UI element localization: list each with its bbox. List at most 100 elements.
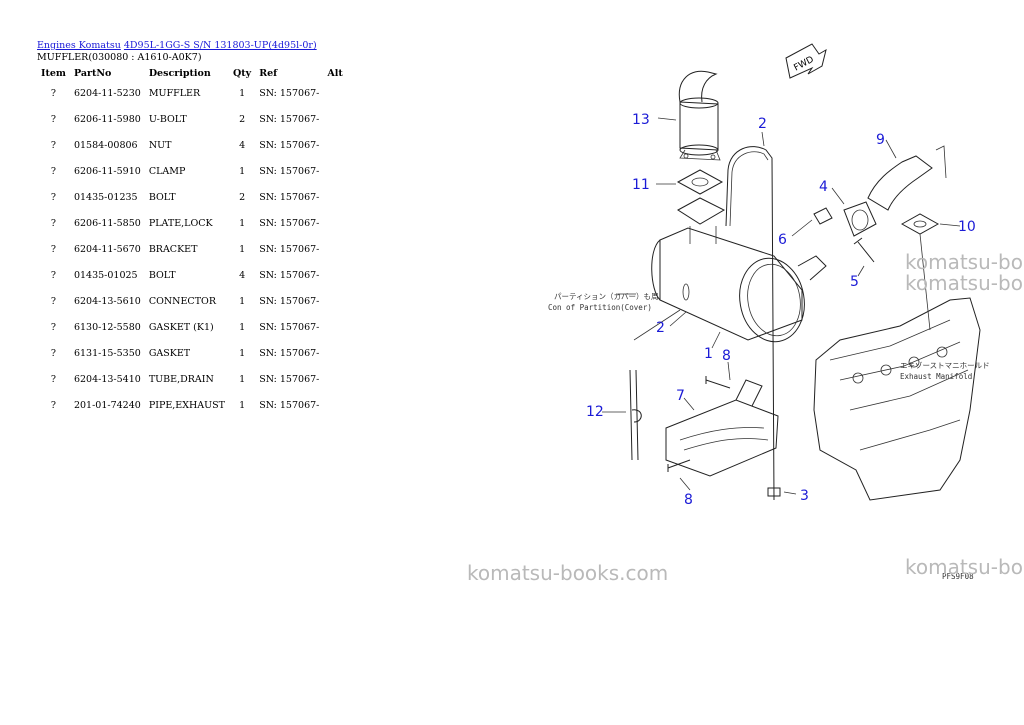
cell-ref: SN: 157067- — [259, 113, 320, 125]
cell-qty: 1 — [239, 321, 246, 333]
part-1-muffler — [651, 197, 827, 343]
note-exhaust-jp: エキゾーストマニホールド — [900, 361, 990, 370]
header-partno: PartNo — [73, 67, 112, 79]
cell-ref: SN: 157067- — [259, 217, 320, 229]
cell-description: BOLT — [148, 269, 176, 281]
cell-partno: 6130-12-5580 — [73, 321, 141, 333]
callout-2-top: 2 — [758, 116, 767, 132]
cell-item: ? — [50, 295, 57, 307]
watermark-center: komatsu-books.com — [467, 561, 669, 585]
cell-description: U-BOLT — [148, 113, 187, 125]
cell-partno: 6204-13-5610 — [73, 295, 141, 307]
cell-alt — [323, 236, 346, 262]
cell-partno: 201-01-74240 — [73, 399, 141, 411]
table-row: ? 6204-11-5230 MUFFLER 1 SN: 157067- — [37, 80, 347, 106]
cell-ref: SN: 157067- — [259, 139, 320, 151]
cell-partno: 6206-11-5980 — [73, 113, 141, 125]
cell-ref: SN: 157067- — [259, 399, 320, 411]
part-3-nut — [767, 487, 781, 497]
fwd-arrow-icon: FWD — [785, 43, 827, 79]
cell-description: NUT — [148, 139, 172, 151]
callout-12: 12 — [586, 404, 604, 420]
cell-qty: 1 — [239, 217, 246, 229]
cell-qty: 4 — [239, 139, 246, 151]
cell-item: ? — [50, 321, 57, 333]
cell-qty: 2 — [239, 113, 246, 125]
cell-description: TUBE,DRAIN — [148, 373, 214, 385]
cell-item: ? — [50, 269, 57, 281]
part-6-lock-plate — [813, 207, 833, 225]
cell-qty: 1 — [239, 347, 246, 359]
cell-alt — [323, 288, 346, 314]
part-9-connector — [867, 145, 947, 211]
callout-10: 10 — [958, 219, 976, 235]
callout-8-top: 8 — [722, 348, 731, 364]
cell-item: ? — [50, 399, 57, 411]
note-partition-jp: パーティション（カバー）も周 — [554, 292, 659, 301]
callout-11: 11 — [632, 177, 650, 193]
breadcrumb: Engines Komatsu 4D95L-1GG-S S/N 131803-U… — [37, 40, 317, 51]
cell-ref: SN: 157067- — [259, 321, 320, 333]
parts-table: Item PartNo Description Qty Ref Alt ? 620… — [37, 66, 347, 418]
callout-3: 3 — [800, 488, 809, 504]
part-12-drain-tube — [629, 309, 681, 461]
engine-block — [813, 297, 981, 501]
cell-qty: 1 — [239, 87, 246, 99]
header-qty: Qty — [233, 67, 252, 79]
cell-description: GASKET — [148, 347, 191, 359]
cell-ref: SN: 157067- — [259, 87, 320, 99]
part-4-clamp — [843, 201, 877, 237]
cell-alt — [323, 262, 346, 288]
cell-qty: 1 — [239, 399, 246, 411]
cell-qty: 4 — [239, 269, 246, 281]
header-item: Item — [41, 67, 66, 79]
cell-item: ? — [50, 165, 57, 177]
cell-partno: 6206-11-5910 — [73, 165, 141, 177]
cell-alt — [323, 314, 346, 340]
cell-partno: 6206-11-5850 — [73, 217, 141, 229]
cell-partno: 01584-00806 — [73, 139, 138, 151]
cell-description: MUFFLER — [148, 87, 201, 99]
cell-qty: 1 — [239, 295, 246, 307]
part-10-gasket — [900, 213, 940, 331]
cell-ref: SN: 157067- — [259, 165, 320, 177]
breadcrumb-link-model[interactable]: 4D95L-1GG-S S/N 131803-UP(4d95l-0r) — [123, 40, 317, 51]
callout-2-left: 2 — [656, 320, 665, 336]
callout-7: 7 — [676, 388, 685, 404]
part-11-gasket — [676, 169, 724, 195]
cell-ref: SN: 157067- — [259, 373, 320, 385]
cell-item: ? — [50, 87, 57, 99]
watermark-edge-2: komatsu-bo — [905, 271, 1023, 295]
cell-ref: SN: 157067- — [259, 295, 320, 307]
fwd-label: FWD — [792, 55, 815, 74]
watermark-edge-1: komatsu-bo — [905, 250, 1023, 274]
cell-alt — [323, 132, 346, 158]
cell-item: ? — [50, 347, 57, 359]
cell-alt — [323, 392, 346, 418]
cell-description: GASKET (K1) — [148, 321, 214, 333]
header-ref: Ref — [259, 67, 278, 79]
cell-alt — [323, 340, 346, 366]
cell-item: ? — [50, 243, 57, 255]
callout-5: 5 — [850, 274, 859, 290]
breadcrumb-link-engines[interactable]: Engines Komatsu — [37, 40, 121, 51]
part-7-bracket — [665, 379, 779, 477]
cell-partno: 01435-01235 — [73, 191, 138, 203]
page-subtitle: MUFFLER(030080 : A1610-A0K7) — [37, 52, 202, 63]
callout-9: 9 — [876, 132, 885, 148]
callout-8-bottom: 8 — [684, 492, 693, 508]
cell-alt — [323, 106, 346, 132]
cell-partno: 6204-11-5670 — [73, 243, 141, 255]
cell-item: ? — [50, 191, 57, 203]
table-header-row: Item PartNo Description Qty Ref Alt — [37, 66, 347, 80]
cell-partno: 6204-11-5230 — [73, 87, 141, 99]
cell-description: BOLT — [148, 191, 176, 203]
